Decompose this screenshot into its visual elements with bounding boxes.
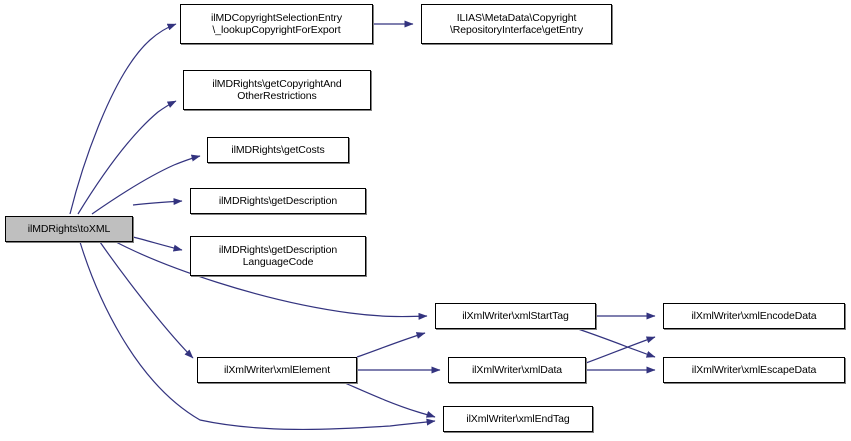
graph-node-label-getEntry: ILIAS\MetaData\Copyright \RepositoryInte… <box>449 11 584 37</box>
graph-node-getEntry[interactable]: ILIAS\MetaData\Copyright \RepositoryInte… <box>421 4 612 44</box>
graph-node-xmlEndTag[interactable]: ilXmlWriter\xmlEndTag <box>443 406 593 432</box>
edge-root-to-xmlElement <box>99 241 194 359</box>
graph-node-label-xmlData: ilXmlWriter\xmlData <box>471 363 563 376</box>
graph-node-xmlEscapeData[interactable]: ilXmlWriter\xmlEscapeData <box>663 357 845 383</box>
graph-node-root[interactable]: ilMDRights\toXML <box>5 216 133 242</box>
edge-root-to-getCosts <box>91 154 201 215</box>
edge-root-to-getDescription <box>132 198 183 206</box>
edge-xmlElement-to-xmlEndTag <box>344 382 436 418</box>
graph-node-getDescription[interactable]: ilMDRights\getDescription <box>190 188 366 214</box>
graph-node-xmlStartTag[interactable]: ilXmlWriter\xmlStartTag <box>435 303 596 329</box>
graph-node-label-getCosts: ilMDRights\getCosts <box>231 143 325 156</box>
edge-xmlStartTag-to-xmlEscapeData <box>577 328 656 358</box>
edge-root-to-lookupCopyrightForExport <box>69 23 177 215</box>
graph-node-label-root: ilMDRights\toXML <box>27 222 111 235</box>
graph-node-label-getDescription: ilMDRights\getDescription <box>218 194 338 207</box>
graph-node-getCosts[interactable]: ilMDRights\getCosts <box>207 137 349 163</box>
edge-group <box>69 20 656 431</box>
graph-node-label-xmlStartTag: ilXmlWriter\xmlStartTag <box>462 309 569 322</box>
graph-node-getCopyrightAndOtherRestrictions[interactable]: ilMDRights\getCopyrightAnd OtherRestrict… <box>183 70 371 110</box>
graph-node-label-xmlEscapeData: ilXmlWriter\xmlEscapeData <box>691 363 817 376</box>
graph-node-label-xmlEncodeData: ilXmlWriter\xmlEncodeData <box>691 309 817 322</box>
edge-root-to-xmlEndTag <box>79 241 436 431</box>
graph-node-label-xmlElement: ilXmlWriter\xmlElement <box>223 363 331 376</box>
graph-node-getDescriptionLanguageCode[interactable]: ilMDRights\getDescription LanguageCode <box>190 236 366 276</box>
edge-root-to-getDescriptionLanguageCode <box>132 236 183 252</box>
graph-node-xmlEncodeData[interactable]: ilXmlWriter\xmlEncodeData <box>663 303 845 329</box>
graph-node-label-lookupCopyrightForExport: ilMDCopyrightSelectionEntry \_lookupCopy… <box>211 11 342 37</box>
graph-node-label-xmlEndTag: ilXmlWriter\xmlEndTag <box>466 412 570 425</box>
graph-node-label-getCopyrightAndOtherRestrictions: ilMDRights\getCopyrightAnd OtherRestrict… <box>212 77 342 103</box>
edge-xmlElement-to-xmlStartTag <box>356 332 426 358</box>
graph-node-xmlData[interactable]: ilXmlWriter\xmlData <box>448 357 586 383</box>
graph-node-label-getDescriptionLanguageCode: ilMDRights\getDescription LanguageCode <box>218 243 338 269</box>
edge-root-to-xmlStartTag <box>115 241 428 320</box>
graph-node-lookupCopyrightForExport[interactable]: ilMDCopyrightSelectionEntry \_lookupCopy… <box>180 4 373 44</box>
edge-root-to-getCopyrightAndOtherRestrictions <box>77 100 177 215</box>
edge-xmlData-to-xmlEncodeData <box>585 336 656 364</box>
graph-node-xmlElement[interactable]: ilXmlWriter\xmlElement <box>197 357 357 383</box>
